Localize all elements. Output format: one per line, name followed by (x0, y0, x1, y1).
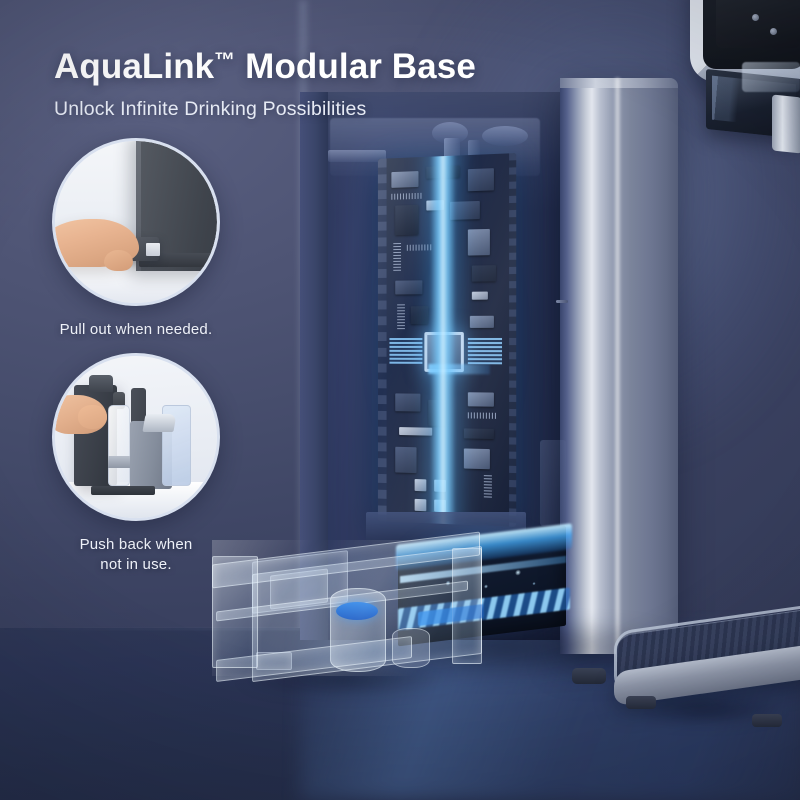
title-suffix: Modular Base (235, 47, 476, 86)
dispenser-glass-highlight (742, 62, 800, 92)
bottle-ring-thumb (108, 456, 130, 468)
callout-image-pull-out (52, 138, 220, 306)
title-brand: AquaLink (54, 47, 215, 86)
circuit-board-sheen (377, 153, 517, 527)
drip-tray-foot-right (752, 714, 782, 727)
appliance-panel-edge-thumb (136, 141, 141, 271)
knuckles-thumb (77, 404, 107, 429)
dispenser-spout-thumb (142, 414, 177, 433)
callout-caption-push-back: Push back when not in use. (48, 535, 224, 575)
appliance-foot (572, 668, 606, 684)
callout-push-back: Push back when not in use. (48, 353, 224, 575)
dispenser-panel (716, 0, 800, 48)
circuit-board (376, 153, 517, 527)
trademark-symbol: ™ (214, 49, 236, 72)
module-slot-thumb (145, 243, 161, 257)
appliance-front-lip (300, 92, 328, 640)
callout-image-push-back (52, 353, 220, 521)
callout-caption-line-2: not in use. (100, 556, 172, 573)
drip-tray-foot-left (626, 696, 656, 709)
headline-block: AquaLink™ Modular Base Unlock Infinite D… (54, 38, 594, 122)
module-valve-cup (392, 628, 430, 668)
appliance-top-knob-secondary (482, 126, 528, 146)
dispenser-indicator-dot (752, 14, 759, 21)
appliance-top-rail (328, 150, 386, 162)
drip-tray (614, 603, 800, 727)
side-panel-highlight (614, 78, 621, 654)
dispenser-indicator-dot-secondary (770, 28, 777, 35)
side-panel-vent (540, 440, 566, 526)
appliance-top-cap-thumb (89, 375, 114, 392)
callout-pull-out: Pull out when needed. (48, 138, 224, 340)
bottle-neck-thumb (113, 391, 125, 410)
page-title: AquaLink™ Modular Base (54, 38, 594, 90)
callout-caption-pull-out: Pull out when needed. (59, 321, 213, 338)
appliance-base-thumb (139, 252, 217, 268)
callout-caption-line-1: Push back when (79, 536, 193, 553)
carbonation-bottle-thumb (108, 404, 130, 486)
module-front-notch (256, 652, 292, 670)
dispenser-chrome-post (772, 94, 800, 154)
co2-canister-cap (336, 602, 378, 620)
appliance-foot-thumb (90, 485, 156, 496)
page-subtitle: Unlock Infinite Drinking Possibilities (54, 98, 367, 120)
module-front-face (212, 556, 258, 668)
thumb-finger-thumb (103, 249, 133, 271)
side-panel-port (556, 300, 568, 303)
